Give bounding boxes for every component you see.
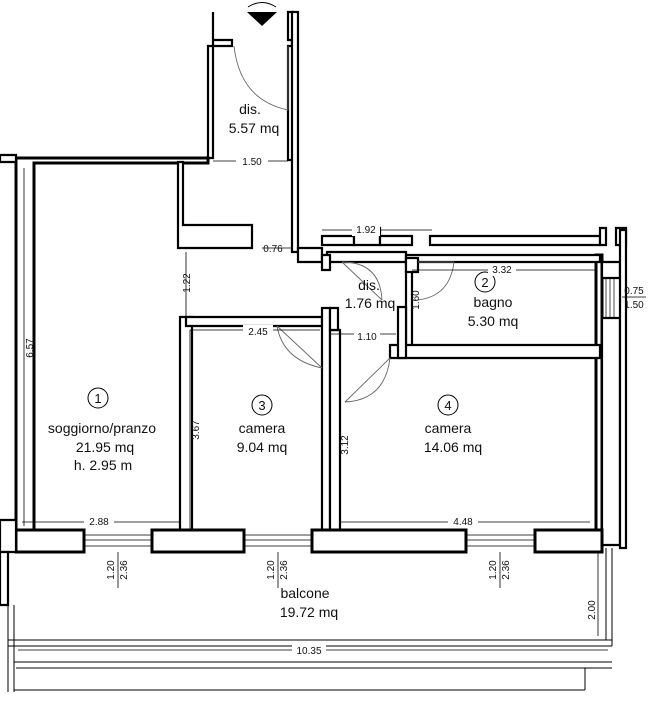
dim-1-50-right: 1.50 [624,300,644,311]
bagno-walls [388,253,602,360]
balcone-area: 19.72 mq [280,604,338,620]
bottom-wall [0,518,604,607]
dim-3-12: 3.12 [340,435,351,455]
dim-1-10: 1.10 [357,332,377,343]
dim-2-36-a: 2.36 [119,560,130,580]
dim-1-20-b: 1.20 [266,560,277,580]
dim-1-20-a: 1.20 [106,560,117,580]
dis-top-name: dis. [239,101,261,117]
camera4-number: 4 [444,398,451,413]
dim-2-45: 2.45 [248,327,268,338]
dimension-labels: 1.50 1.92 0.76 3.32 0.75 1.50 1.22 1.60 … [25,155,646,657]
dim-2-36-c: 2.36 [501,560,512,580]
dim-2-00: 2.00 [587,600,598,620]
camera3-number: 3 [258,398,265,413]
dim-1-22: 1.22 [182,273,193,293]
dim-1-92: 1.92 [356,225,376,236]
interior-doors [276,261,455,403]
corridor-walls [206,10,300,254]
bagno-name: bagno [474,294,513,310]
dim-2-88: 2.88 [89,517,109,528]
dim-1-20-c: 1.20 [488,560,499,580]
dis-top-area: 5.57 mq [229,120,280,136]
dim-1-60: 1.60 [411,290,422,310]
dim-0-76: 0.76 [263,244,283,255]
camera4-name: camera [425,420,472,436]
bagno-number: 2 [481,275,488,290]
right-outer-wall [594,228,628,550]
bagno-area: 5.30 mq [468,313,519,329]
camera3-name: camera [239,420,286,436]
room-number-markers [87,271,496,416]
balcony-outline [7,548,613,692]
partition-walls [176,160,628,272]
dim-0-75: 0.75 [624,286,644,297]
dim-2-36-b: 2.36 [279,560,290,580]
camera3-walls [178,306,342,542]
dim-1-50-top: 1.50 [242,157,262,168]
dim-6-57: 6.57 [25,338,36,358]
dim-4-48: 4.48 [453,517,473,528]
soggiorno-name: soggiorno/pranzo [48,420,156,436]
balcone-name: balcone [280,585,329,601]
dis-mid-name: dis. [358,277,380,293]
entrance-arrow-icon [247,2,277,26]
soggiorno-number: 1 [94,391,101,406]
dim-10-35: 10.35 [296,646,321,657]
camera4-area: 14.06 mq [424,439,482,455]
dim-3-32: 3.32 [492,265,512,276]
dim-3-67: 3.67 [191,420,202,440]
soggiorno-area: 21.95 mq [76,439,134,455]
entrance-door [233,45,289,111]
soggiorno-height: h. 2.95 m [74,457,132,473]
dis-mid-area: 1.76 mq [345,295,396,311]
camera3-area: 9.04 mq [237,439,288,455]
